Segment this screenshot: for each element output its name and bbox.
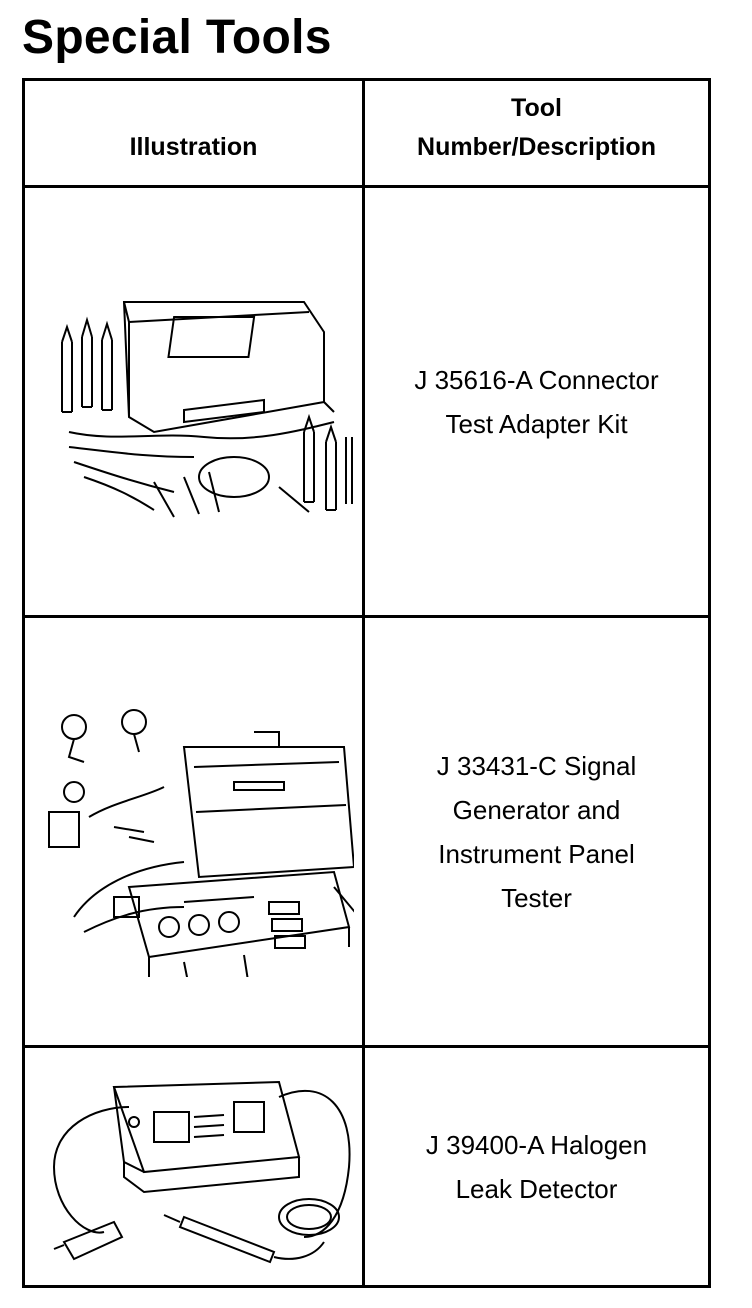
page-title: Special Tools xyxy=(22,11,332,64)
tool-description-line: J 33431-C Signal xyxy=(436,750,637,781)
tool-description-line: Instrument Panel xyxy=(438,838,635,869)
illustration-cell xyxy=(22,185,365,618)
table-row: J 35616-A Connector Test Adapter Kit xyxy=(22,185,711,618)
halogen-leak-detector-illustration xyxy=(52,1080,351,1263)
tool-description-line: J 39400-A Halogen xyxy=(425,1129,648,1160)
header-number-description-label: Number/Description xyxy=(417,133,656,161)
description-cell: J 39400-A Halogen Leak Detector xyxy=(362,1045,711,1288)
tool-description-line: Tester xyxy=(501,882,572,913)
description-cell: J 35616-A Connector Test Adapter Kit xyxy=(362,185,711,618)
table-header-row: Illustration Tool Number/Description xyxy=(22,78,711,188)
table-row: J 39400-A Halogen Leak Detector xyxy=(22,1045,711,1288)
illustration-cell xyxy=(22,1045,365,1288)
header-illustration-label: Illustration xyxy=(129,133,258,161)
connector-test-adapter-kit-illustration xyxy=(60,300,353,517)
tool-description-line: Test Adapter Kit xyxy=(445,408,628,439)
tool-description-line: J 35616-A Connector xyxy=(414,364,659,395)
special-tools-table: Illustration Tool Number/Description xyxy=(22,78,711,1288)
header-tool-label: Tool xyxy=(511,94,562,122)
table-row: J 33431-C Signal Generator and Instrumen… xyxy=(22,615,711,1048)
tool-description-line: Leak Detector xyxy=(455,1173,618,1204)
header-illustration: Illustration xyxy=(22,78,365,188)
description-cell: J 33431-C Signal Generator and Instrumen… xyxy=(362,615,711,1048)
signal-generator-tester-illustration xyxy=(47,708,354,977)
header-tool-description: Tool Number/Description xyxy=(362,78,711,188)
tool-description-line: Generator and xyxy=(452,794,621,825)
illustration-cell xyxy=(22,615,365,1048)
